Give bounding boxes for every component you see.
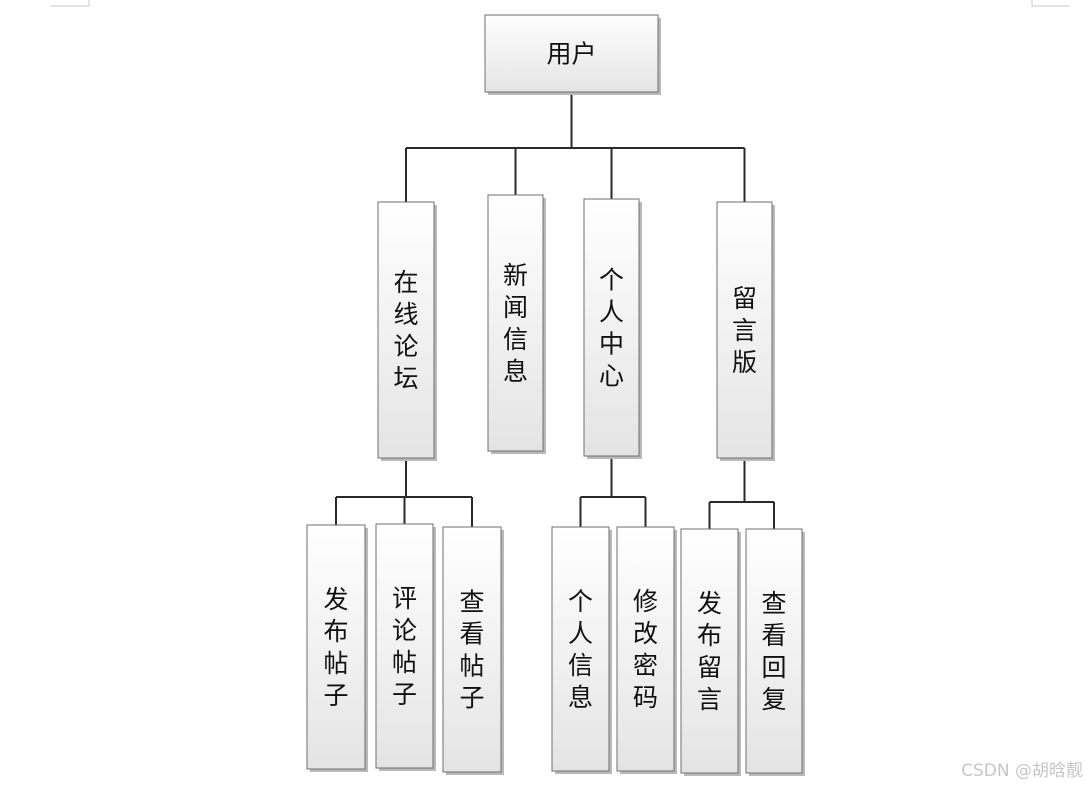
page-corner-marks	[50, 0, 1070, 7]
node-label: 评论帖子	[392, 584, 417, 709]
node-comment: 评论帖子	[375, 523, 436, 771]
node-box	[745, 528, 803, 774]
node-news: 新闻信息	[487, 194, 546, 454]
node-label: 新闻信息	[503, 261, 528, 386]
watermark: CSDN @胡晗靓	[961, 761, 1083, 781]
node-label: 发布留言	[697, 589, 722, 714]
node-box	[442, 526, 502, 773]
node-view-reply: 查看回复	[745, 528, 805, 776]
node-label: 查看回复	[761, 589, 786, 714]
node-password: 修改密码	[616, 526, 677, 774]
node-label: 修改密码	[633, 587, 658, 712]
node-label: 个人中心	[599, 266, 624, 391]
node-view-post: 查看帖子	[442, 526, 504, 775]
node-box	[551, 526, 610, 772]
node-box	[716, 201, 773, 459]
node-label: 用户	[546, 40, 596, 69]
node-label: 留言版	[732, 284, 757, 377]
connector-lines	[335, 92, 775, 529]
node-label: 查看帖子	[459, 588, 484, 713]
node-box	[583, 198, 640, 457]
node-center: 个人中心	[583, 198, 642, 459]
node-box	[484, 14, 659, 93]
node-label: 在线论坛	[393, 268, 418, 393]
node-root: 用户	[484, 14, 661, 95]
node-board: 留言版	[716, 201, 775, 461]
node-info: 个人信息	[551, 526, 612, 774]
node-box	[377, 201, 435, 459]
node-box	[680, 528, 739, 774]
node-box	[616, 526, 675, 772]
node-forum: 在线论坛	[377, 201, 437, 461]
node-label: 发布帖子	[323, 585, 348, 710]
node-box	[375, 523, 434, 769]
node-post: 发布帖子	[306, 524, 368, 772]
node-box	[487, 194, 544, 452]
node-box	[306, 524, 366, 770]
node-label: 个人信息	[568, 587, 593, 712]
node-leave-msg: 发布留言	[680, 528, 741, 776]
